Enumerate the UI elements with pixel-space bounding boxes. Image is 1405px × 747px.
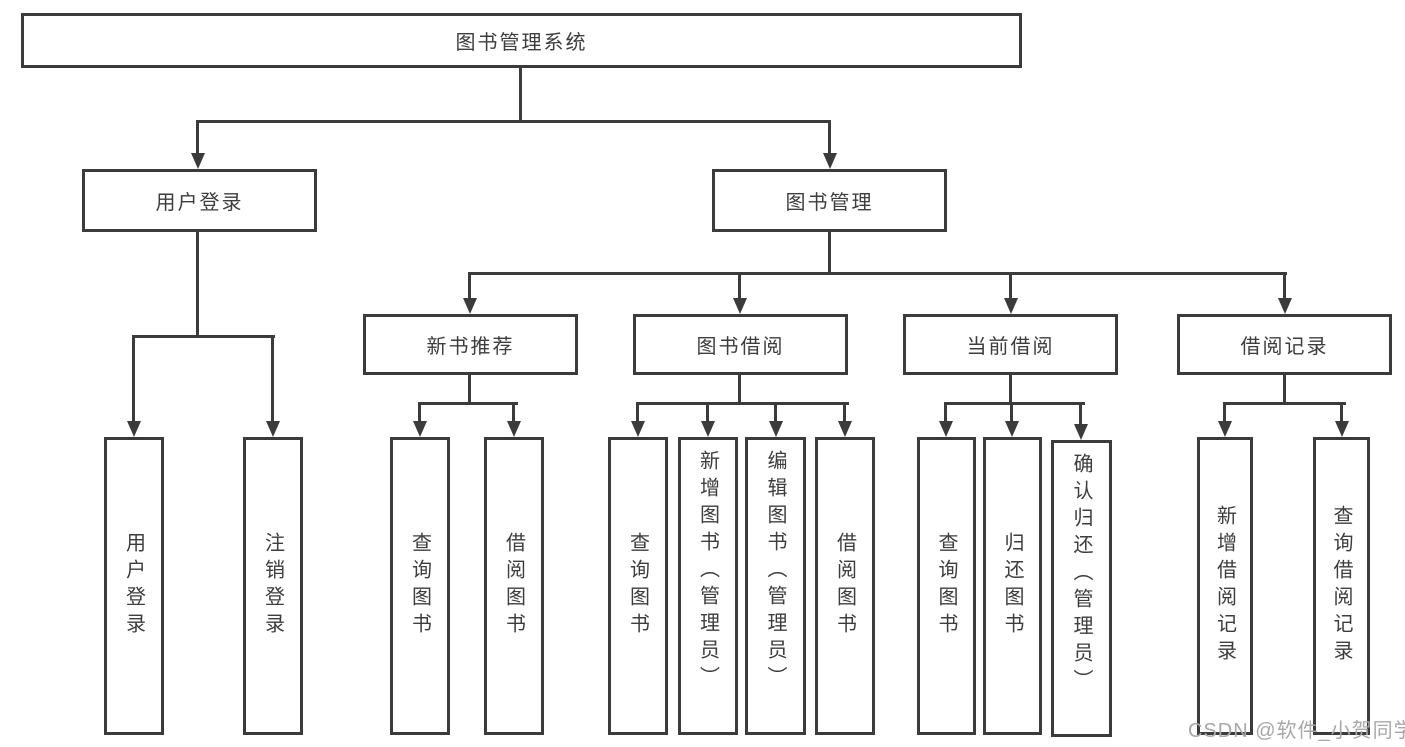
arrowhead-icon bbox=[838, 421, 852, 437]
line bbox=[1223, 402, 1226, 423]
line bbox=[738, 375, 741, 405]
arrowhead-icon bbox=[266, 421, 280, 437]
line bbox=[1340, 402, 1343, 423]
line bbox=[738, 272, 741, 300]
arrowhead-icon bbox=[1278, 298, 1292, 314]
line bbox=[196, 120, 199, 154]
line bbox=[1009, 375, 1012, 405]
line bbox=[1079, 402, 1082, 426]
line bbox=[1010, 402, 1013, 423]
arrowhead-icon bbox=[507, 421, 521, 437]
line bbox=[1223, 402, 1346, 405]
line bbox=[271, 335, 274, 423]
line bbox=[1283, 375, 1286, 405]
line bbox=[196, 232, 199, 338]
leaf-query-books-borrow: 查询图书 bbox=[608, 437, 668, 735]
node-book-borrow: 图书借阅 bbox=[633, 314, 848, 375]
arrowhead-icon bbox=[939, 421, 953, 437]
node-new-book-recommend: 新书推荐 bbox=[363, 314, 578, 375]
node-root-library-system: 图书管理系统 bbox=[21, 13, 1022, 68]
arrowhead-icon bbox=[1074, 424, 1088, 440]
line bbox=[636, 402, 639, 423]
line bbox=[468, 272, 1287, 275]
line bbox=[132, 335, 275, 338]
line bbox=[418, 402, 518, 405]
leaf-query-borrow-record: 查询借阅记录 bbox=[1313, 437, 1370, 735]
arrowhead-icon bbox=[191, 153, 205, 169]
arrowhead-icon bbox=[823, 153, 837, 169]
arrowhead-icon bbox=[701, 421, 715, 437]
arrowhead-icon bbox=[1335, 421, 1349, 437]
leaf-borrow-books-borrow: 借阅图书 bbox=[815, 437, 875, 735]
line bbox=[197, 120, 831, 123]
leaf-borrow-books-recommend: 借阅图书 bbox=[484, 437, 544, 735]
line bbox=[636, 402, 849, 405]
line bbox=[132, 335, 135, 423]
leaf-query-books-recommend: 查询图书 bbox=[390, 437, 450, 735]
line bbox=[944, 402, 1085, 405]
line bbox=[774, 402, 777, 423]
arrowhead-icon bbox=[1005, 421, 1019, 437]
node-current-borrow: 当前借阅 bbox=[903, 314, 1118, 375]
leaf-user-login: 用户登录 bbox=[104, 437, 164, 735]
arrowhead-icon bbox=[1004, 298, 1018, 314]
leaf-confirm-return-admin: 确认归还（管理员） bbox=[1051, 440, 1112, 737]
node-borrow-records: 借阅记录 bbox=[1177, 314, 1392, 375]
leaf-query-books-current: 查询图书 bbox=[917, 437, 976, 735]
leaf-add-borrow-record: 新增借阅记录 bbox=[1197, 437, 1253, 735]
line bbox=[468, 272, 471, 300]
csdn-watermark: CSDN @软件_小贺同学 bbox=[1188, 720, 1405, 742]
line bbox=[828, 120, 831, 154]
line bbox=[843, 402, 846, 423]
leaf-logout: 注销登录 bbox=[243, 437, 303, 735]
line bbox=[828, 232, 831, 275]
arrowhead-icon bbox=[631, 421, 645, 437]
arrowhead-icon bbox=[413, 421, 427, 437]
line bbox=[418, 402, 421, 423]
line bbox=[519, 68, 522, 120]
line bbox=[1009, 272, 1012, 300]
leaf-add-books-admin: 新增图书（管理员） bbox=[678, 437, 738, 735]
arrowhead-icon bbox=[463, 298, 477, 314]
arrowhead-icon bbox=[127, 421, 141, 437]
arrowhead-icon bbox=[1218, 421, 1232, 437]
node-user-login: 用户登录 bbox=[82, 169, 317, 232]
line bbox=[944, 402, 947, 423]
arrowhead-icon bbox=[733, 298, 747, 314]
node-book-management: 图书管理 bbox=[712, 169, 947, 232]
line bbox=[1283, 272, 1286, 300]
line bbox=[468, 375, 471, 405]
leaf-edit-books-admin: 编辑图书（管理员） bbox=[745, 437, 806, 735]
line bbox=[706, 402, 709, 423]
line bbox=[512, 402, 515, 423]
arrowhead-icon bbox=[769, 421, 783, 437]
leaf-return-books: 归还图书 bbox=[983, 437, 1042, 735]
